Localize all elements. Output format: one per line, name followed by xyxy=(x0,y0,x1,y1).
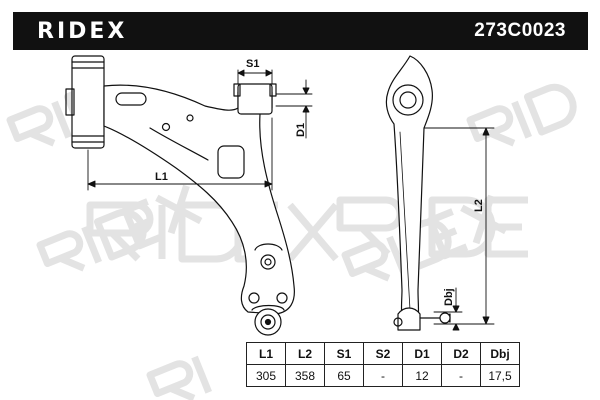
value-l1: 305 xyxy=(246,364,286,387)
label-dbj: Dbj xyxy=(443,288,455,306)
control-arm-side-view xyxy=(385,55,451,331)
dimension-l2 xyxy=(423,127,495,325)
header-bar: RIDEX 273C0023 xyxy=(13,12,588,50)
side-bushing xyxy=(392,84,424,116)
value-d1: 12 xyxy=(402,364,442,387)
header-l2: L2 xyxy=(285,342,325,365)
arm-outline xyxy=(103,84,295,315)
dimension-d1 xyxy=(275,79,313,139)
label-l1: L1 xyxy=(155,171,168,183)
header-d2: D2 xyxy=(441,342,481,365)
label-l2: L2 xyxy=(473,199,485,212)
part-number: 273C0023 xyxy=(474,20,566,41)
value-dbj: 17,5 xyxy=(480,364,520,387)
dimension-s1 xyxy=(237,69,273,85)
spec-table: L1 L2 S1 S2 D1 D2 Dbj 305 358 65 - 12 - … xyxy=(246,342,520,387)
dimension-l1 xyxy=(87,117,273,191)
value-s2: - xyxy=(363,364,403,387)
header-s1: S1 xyxy=(324,342,364,365)
dimension-dbj xyxy=(433,287,463,331)
front-bushing xyxy=(71,55,105,149)
control-arm-front-view xyxy=(65,55,295,336)
value-l2: 358 xyxy=(285,364,325,387)
spec-table-header-row: L1 L2 S1 S2 D1 D2 Dbj xyxy=(246,342,520,365)
label-d1: D1 xyxy=(295,123,307,137)
header-s2: S2 xyxy=(363,342,403,365)
label-s1: S1 xyxy=(246,58,259,70)
header-l1: L1 xyxy=(246,342,286,365)
spec-table-value-row: 305 358 65 - 12 - 17,5 xyxy=(246,364,520,387)
lightening-hole xyxy=(217,145,245,179)
header-dbj: Dbj xyxy=(480,342,520,365)
brand-logo: RIDEX xyxy=(37,19,128,44)
header-d1: D1 xyxy=(402,342,442,365)
value-s1: 65 xyxy=(324,364,364,387)
value-d2: - xyxy=(441,364,481,387)
rear-bushing xyxy=(237,83,273,115)
